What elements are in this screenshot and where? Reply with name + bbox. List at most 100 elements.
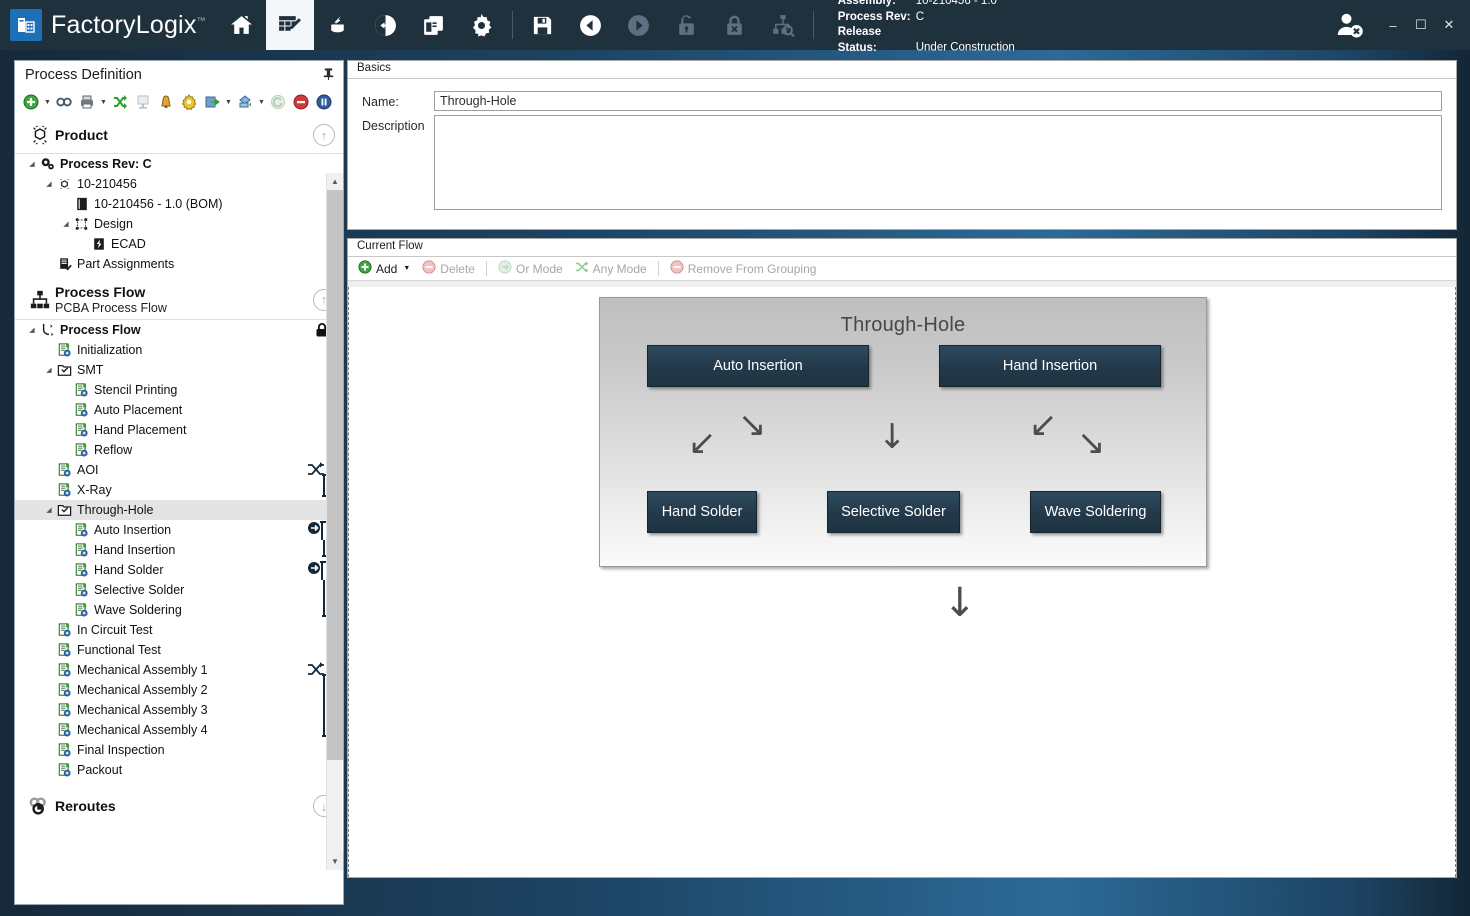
gear-star-icon[interactable] xyxy=(178,91,200,113)
minimize-button[interactable]: – xyxy=(1389,17,1397,33)
forward-icon[interactable] xyxy=(615,0,663,50)
cf-or-mode-button[interactable]: Or Mode xyxy=(494,259,567,278)
scroll-up-arrow-icon[interactable]: ▲ xyxy=(327,173,343,190)
tree-item-smt[interactable]: ◢SMT xyxy=(15,360,343,380)
link-icon[interactable] xyxy=(53,91,75,113)
scroll-down-arrow-icon[interactable]: ▼ xyxy=(327,853,343,870)
maximize-button[interactable]: ☐ xyxy=(1415,17,1427,32)
flow-node-selective-solder[interactable]: Selective Solder xyxy=(827,491,960,533)
tree-item-process-rev-c[interactable]: ◢Process Rev: C xyxy=(15,154,343,174)
tree-item-reflow[interactable]: Reflow xyxy=(15,440,343,460)
tree-item-final-inspection[interactable]: Final Inspection xyxy=(15,740,343,760)
lock-cancel-icon[interactable] xyxy=(711,0,759,50)
tree-item-aoi[interactable]: AOI xyxy=(15,460,343,480)
section-reroutes[interactable]: Reroutes ↓ xyxy=(15,788,343,824)
tree-item-hand-insertion[interactable]: Hand Insertion xyxy=(15,540,343,560)
save-icon[interactable] xyxy=(519,0,567,50)
inspect-process-icon[interactable] xyxy=(759,0,807,50)
print-caret-icon[interactable]: ▼ xyxy=(100,98,107,106)
stop-icon[interactable] xyxy=(290,91,312,113)
tree-item-through-hole[interactable]: ◢Through-Hole xyxy=(15,500,343,520)
cf-add-button[interactable]: Add▼ xyxy=(354,259,414,278)
tree-item-design[interactable]: ◢Design xyxy=(15,214,343,234)
tree-item-label: ECAD xyxy=(111,237,146,251)
tree-item-marker-ormode-top xyxy=(307,520,329,540)
description-textarea[interactable] xyxy=(434,115,1442,210)
home-icon[interactable] xyxy=(218,0,266,50)
tree-expander[interactable]: ◢ xyxy=(63,221,69,228)
refresh-icon[interactable] xyxy=(267,91,289,113)
gear-icon[interactable] xyxy=(458,0,506,50)
add-icon[interactable] xyxy=(20,91,42,113)
tree-item-mechanical-assembly-1[interactable]: Mechanical Assembly 1 xyxy=(15,660,343,680)
tree-expander[interactable]: ◢ xyxy=(46,507,52,514)
bell-icon[interactable] xyxy=(155,91,177,113)
data-collection-icon[interactable] xyxy=(314,0,362,50)
shuffle-icon[interactable] xyxy=(109,91,131,113)
process-definition-icon[interactable] xyxy=(265,0,314,50)
tree-item-in-circuit-test[interactable]: In Circuit Test xyxy=(15,620,343,640)
tree-item-10-210456[interactable]: ◢10-210456 xyxy=(15,174,343,194)
tree-item-auto-placement[interactable]: Auto Placement xyxy=(15,400,343,420)
product-collapse-icon[interactable]: ↑ xyxy=(313,124,335,146)
unlock-icon[interactable] xyxy=(663,0,711,50)
print-icon[interactable] xyxy=(76,91,98,113)
add-caret-icon[interactable]: ▼ xyxy=(403,265,411,272)
step-icon xyxy=(73,403,90,417)
navigate-icon[interactable] xyxy=(362,0,410,50)
tree-expander[interactable]: ◢ xyxy=(46,367,52,374)
documents-icon[interactable] xyxy=(410,0,458,50)
reroutes-section-icon xyxy=(25,792,55,820)
flow-node-hand-insertion[interactable]: Hand Insertion xyxy=(939,345,1161,387)
column-icon[interactable] xyxy=(132,91,154,113)
tree-item-hand-placement[interactable]: Hand Placement xyxy=(15,420,343,440)
flow-node-label: Auto Insertion xyxy=(713,358,803,374)
add-caret-icon[interactable]: ▼ xyxy=(44,98,51,106)
cf-remove-grouping-button[interactable]: Remove From Grouping xyxy=(666,259,821,278)
section-product[interactable]: Product ↑ xyxy=(15,117,343,154)
tree-item-stencil-printing[interactable]: Stencil Printing xyxy=(15,380,343,400)
pin-icon[interactable] xyxy=(322,67,335,84)
cf-any-mode-button[interactable]: Any Mode xyxy=(571,259,651,278)
export-caret-icon[interactable]: ▼ xyxy=(225,98,232,106)
tree-item-part-assignments[interactable]: Part Assignments xyxy=(15,254,343,274)
tree-item-10-210456-1-0-bom[interactable]: 10-210456 - 1.0 (BOM) xyxy=(15,194,343,214)
back-icon[interactable] xyxy=(567,0,615,50)
tree-item-mechanical-assembly-2[interactable]: Mechanical Assembly 2 xyxy=(15,680,343,700)
user-logout-icon[interactable] xyxy=(1334,10,1364,40)
tree-scrollbar[interactable]: ▲ ▼ xyxy=(326,173,343,870)
section-process-flow[interactable]: Process Flow PCBA Process Flow ↑ xyxy=(15,280,343,320)
pause-icon[interactable] xyxy=(313,91,335,113)
ecad-icon xyxy=(90,237,107,251)
tree-expander[interactable]: ◢ xyxy=(29,161,35,168)
close-button[interactable]: ✕ xyxy=(1443,17,1455,32)
description-row: Description xyxy=(348,115,1456,210)
tree-item-wave-soldering[interactable]: Wave Soldering xyxy=(15,600,343,620)
tree-item-auto-insertion[interactable]: Auto Insertion xyxy=(15,520,343,540)
tree-item-mechanical-assembly-3[interactable]: Mechanical Assembly 3 xyxy=(15,700,343,720)
flow-node-hand-solder[interactable]: Hand Solder xyxy=(647,491,757,533)
tree-item-marker-ormode-top xyxy=(307,560,329,580)
tree-item-ecad[interactable]: ECAD xyxy=(15,234,343,254)
tree-item-x-ray[interactable]: X-Ray xyxy=(15,480,343,500)
tree-item-mechanical-assembly-4[interactable]: Mechanical Assembly 4 xyxy=(15,720,343,740)
tree-item-process-flow[interactable]: ◢Process Flow xyxy=(15,320,343,340)
paint-caret-icon[interactable]: ▼ xyxy=(258,98,265,106)
tree-item-selective-solder[interactable]: Selective Solder xyxy=(15,580,343,600)
flow-node-auto-insertion[interactable]: Auto Insertion xyxy=(647,345,869,387)
scrollbar-thumb[interactable] xyxy=(327,190,343,760)
paint-icon[interactable] xyxy=(234,91,256,113)
tree-item-hand-solder[interactable]: Hand Solder xyxy=(15,560,343,580)
export-icon[interactable] xyxy=(201,91,223,113)
tree-item-initialization[interactable]: Initialization xyxy=(15,340,343,360)
cf-delete-button[interactable]: Delete xyxy=(418,259,479,278)
tree-item-packout[interactable]: Packout xyxy=(15,760,343,780)
tree-expander[interactable]: ◢ xyxy=(46,181,52,188)
tree-item-functional-test[interactable]: Functional Test xyxy=(15,640,343,660)
name-input[interactable] xyxy=(434,91,1442,111)
tree-expander[interactable]: ◢ xyxy=(29,327,35,334)
flow-node-wave-soldering[interactable]: Wave Soldering xyxy=(1030,491,1161,533)
